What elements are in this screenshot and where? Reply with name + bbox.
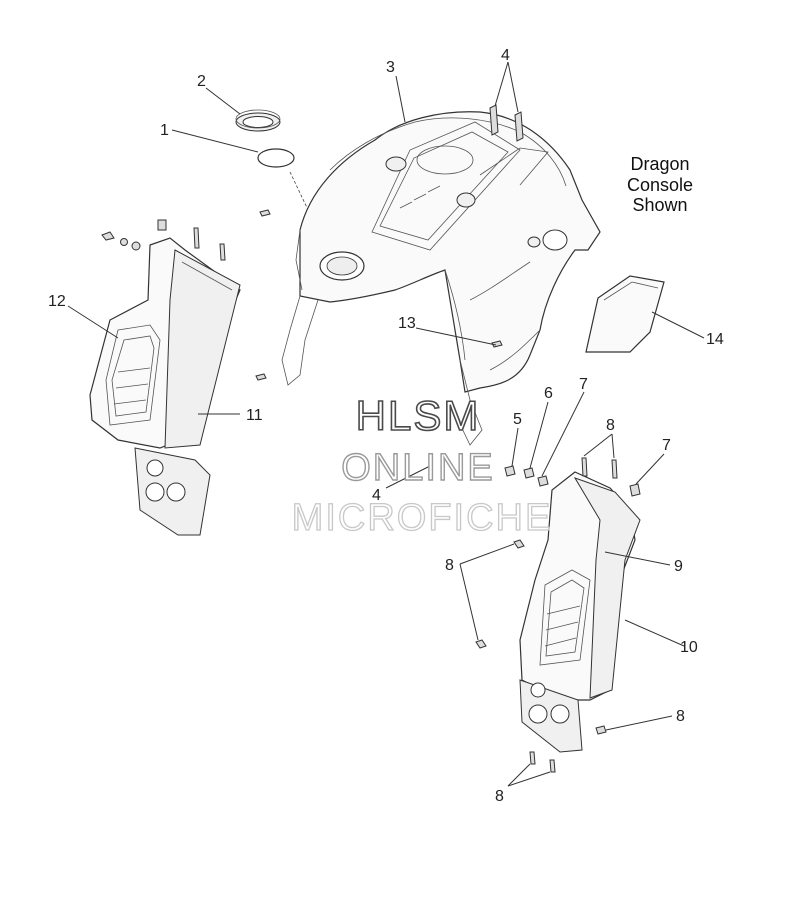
callout-2: 2	[197, 73, 206, 90]
callout-3: 3	[386, 59, 395, 76]
console-note: Dragon Console Shown	[627, 154, 693, 215]
callout-8-upper: 8	[606, 417, 615, 434]
callout-labels: 2 1 3 4 12 11 13 14 4 5 6 7 8 7 9 10 8 8…	[48, 47, 724, 805]
hardware	[101, 104, 641, 773]
callout-12: 12	[48, 293, 66, 310]
callout-8-left: 8	[445, 557, 454, 574]
part-11-left-liner	[164, 249, 241, 449]
callout-5: 5	[513, 411, 522, 428]
callout-4-top: 4	[501, 47, 510, 64]
callout-13: 13	[398, 315, 416, 332]
callout-11: 11	[246, 407, 263, 424]
part-9-right-liner	[573, 477, 641, 699]
callout-8-right: 8	[676, 708, 685, 725]
part-1-o-ring	[257, 148, 321, 236]
watermark-line-1: HLSM	[356, 392, 481, 439]
watermark-line-2: ONLINE	[341, 447, 494, 489]
note-line-2: Console	[627, 175, 693, 195]
callout-7-right: 7	[662, 437, 671, 454]
callout-1: 1	[160, 122, 169, 139]
callout-7-upper: 7	[579, 376, 588, 393]
watermark-line-3: MICROFICHE	[292, 497, 553, 539]
note-line-3: Shown	[632, 195, 687, 215]
callout-4-middle: 4	[372, 487, 381, 504]
watermark: HLSM ONLINE MICROFICHE	[291, 391, 553, 539]
leader-lines	[67, 61, 705, 787]
callout-6: 6	[544, 385, 553, 402]
part-3-console-hood	[281, 111, 601, 446]
part-14-lens	[585, 275, 665, 353]
callout-10: 10	[680, 639, 698, 656]
callout-14: 14	[706, 331, 724, 348]
callout-8-bottom: 8	[495, 788, 504, 805]
part-2-bezel	[235, 109, 281, 132]
callout-9: 9	[674, 558, 683, 575]
note-line-1: Dragon	[630, 154, 689, 174]
